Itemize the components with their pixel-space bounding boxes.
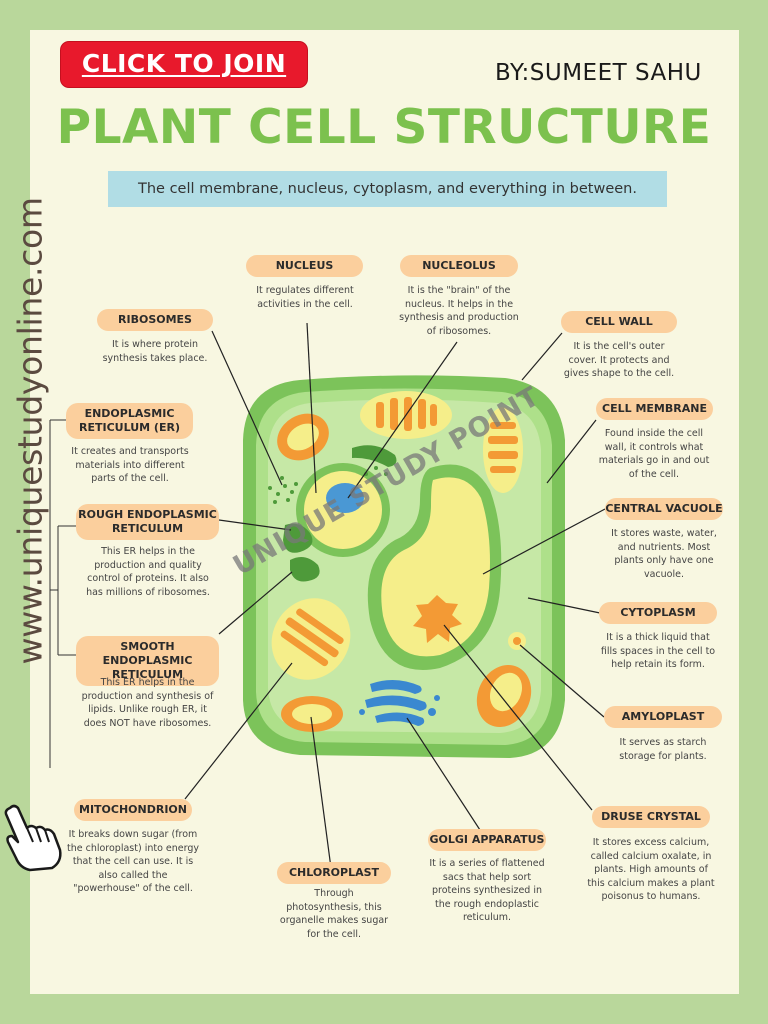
label-nucleus: NUCLEUS [246,255,363,277]
label-endoplasmic-reticulum: ENDOPLASMIC RETICULUM (ER) [66,403,193,439]
label-chloroplast: CHLOROPLAST [277,862,391,884]
desc-mitochondrion: It breaks down sugar (from the chloropla… [66,829,200,895]
nucleolus-shape [326,483,364,513]
subtitle-banner: The cell membrane, nucleus, cytoplasm, a… [108,171,667,207]
desc-ribosomes: It is where protein synthesis takes plac… [102,339,208,364]
druse-crystal-shape [413,595,462,643]
label-cell-wall: CELL WALL [561,311,677,333]
hand-pointer-icon[interactable] [0,802,64,874]
label-central-vacuole: CENTRAL VACUOLE [605,498,723,520]
central-vacuole-inner [381,477,490,657]
label-nucleolus: NUCLEOLUS [400,255,518,277]
amyloplast-core [513,637,521,645]
subtitle-text: The cell membrane, nucleus, cytoplasm, a… [138,181,637,197]
desc-rough-er: This ER helps in the production and qual… [86,546,210,598]
desc-endoplasmic-reticulum: It creates and transports materials into… [71,446,189,485]
desc-cell-membrane: Found inside the cell wall, it controls … [598,428,710,480]
desc-nucleus: It regulates different activities in the… [256,285,354,310]
desc-cell-wall: It is the cell's outer cover. It protect… [563,341,675,380]
desc-central-vacuole: It stores waste, water, and nutrients. M… [611,528,717,580]
label-ribosomes: RIBOSOMES [97,309,213,331]
label-amyloplast: AMYLOPLAST [604,706,722,728]
desc-smooth-er: This ER helps in the production and synt… [81,677,214,729]
desc-chloroplast: Through photosynthesis, this organelle m… [279,888,389,940]
desc-cytoplasm: It is a thick liquid that fills spaces i… [600,632,716,671]
desc-golgi-apparatus: It is a series of flattened sacs that he… [429,858,545,924]
desc-amyloplast: It serves as starch storage for plants. [619,737,707,762]
label-cytoplasm: CYTOPLASM [599,602,717,624]
er-bracket [49,419,76,768]
label-golgi-apparatus: GOLGI APPARATUS [428,829,546,851]
click-to-join-label: CLICK TO JOIN [81,49,287,78]
author-byline: BY:SUMEET SAHU [495,60,702,86]
page-title: PLANT CELL STRUCTURE [56,100,712,155]
ribosome-dots [268,466,388,504]
label-mitochondrion: MITOCHONDRION [74,799,192,821]
mitochondria-shapes [277,413,532,732]
desc-druse-crystal: It stores excess calcium, called calcium… [587,837,715,903]
label-smooth-er: SMOOTH ENDOPLASMIC RETICULUM [76,636,219,686]
golgi-shape [359,679,440,726]
label-druse-crystal: DRUSE CRYSTAL [592,806,710,828]
label-cell-membrane: CELL MEMBRANE [596,398,713,420]
desc-nucleolus: It is the "brain" of the nucleus. It hel… [399,285,519,337]
chloroplast-shapes [271,391,523,680]
label-rough-er: ROUGH ENDOPLASMIC RETICULUM [76,504,219,540]
pointer-lines [184,322,606,869]
er-shapes [283,445,397,582]
click-to-join-button[interactable]: CLICK TO JOIN [61,42,307,87]
